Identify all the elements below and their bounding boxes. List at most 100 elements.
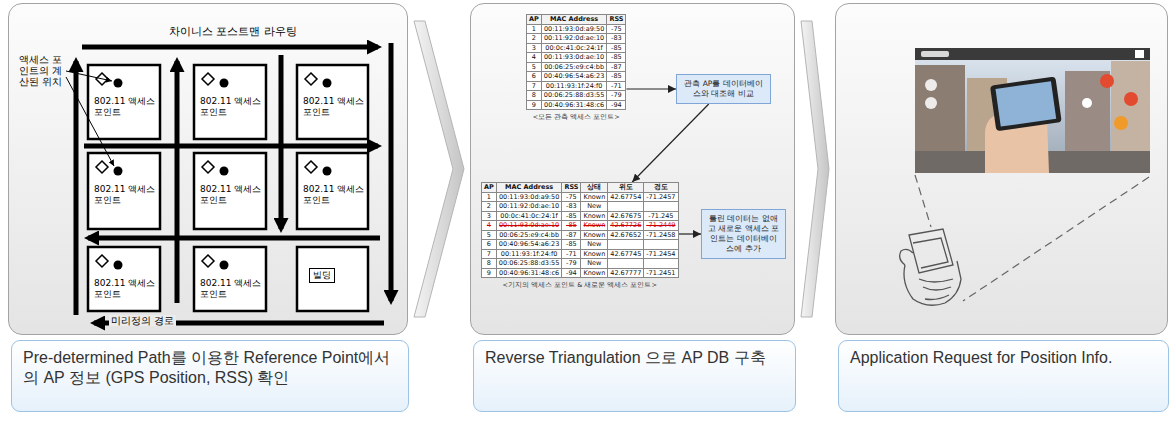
table-cell: New <box>581 202 608 212</box>
table-cell-text: -85 <box>566 212 577 220</box>
table-cell-text: 위도 <box>619 183 633 191</box>
table-row: 900:40:96:31:48:c6-94Known42.67777-71.24… <box>482 268 679 278</box>
table-cell: 7 <box>482 249 497 259</box>
step-caption: Reverse Triangulation 으로 AP DB 구축 <box>485 348 784 368</box>
table-cell-text: 00:40:96:31:48:c6 <box>499 269 559 277</box>
process-note: 틀린 데이터는 없애고 새로운 액세스 포인트는 데이터베이스에 추가 <box>701 209 786 259</box>
ap-label: 802.11 액세스 포인트 <box>94 184 155 205</box>
table-cell-text: 00:11:93:0d:a9:50 <box>499 193 559 201</box>
table-row: AP MAC Address RSS <box>527 15 626 25</box>
city-block <box>194 247 266 311</box>
table-cell-text: -71.2458 <box>646 231 675 239</box>
caption-box: Reverse Triangulation 으로 AP DB 구축 <box>473 340 796 412</box>
route-label: 미리정의 경로 <box>109 315 176 326</box>
position-dot <box>323 79 332 88</box>
table-cell: 8 <box>527 91 542 101</box>
step-caption: Pre-determined Path를 이용한 Reference Point… <box>23 348 397 388</box>
table-cell-text: -71.2449 <box>646 221 675 229</box>
table-cell: Known <box>581 230 608 240</box>
table-cell-text: 42.67754 <box>610 193 641 201</box>
route-arrow <box>88 236 380 241</box>
table-cell: -85 <box>607 43 626 53</box>
screen-background <box>915 48 1150 173</box>
table-cell: -75 <box>607 24 626 34</box>
table-cell-text: -83 <box>566 202 577 210</box>
ap-table: APMAC AddressRSS상태위도경도100:11:93:0d:a9:50… <box>481 182 679 289</box>
table-cell: 4 <box>482 221 497 231</box>
table-cell: -71.2449 <box>644 221 678 231</box>
table-cell: -83 <box>562 202 581 212</box>
route-arrow <box>175 61 180 303</box>
table-cell: -85 <box>562 221 581 231</box>
table-cell-text: 00:0c:41:0c:24:1f <box>500 212 558 220</box>
table-cell-text: 5 <box>532 63 536 71</box>
position-dot <box>114 79 123 88</box>
city-block <box>194 153 266 229</box>
label-slot: 802.11 액세스 포인트 <box>94 278 158 300</box>
table-cell-text: -85 <box>611 53 622 61</box>
table-cell-text: -83 <box>611 34 622 42</box>
note-text: 틀린 데이터는 없애고 새로운 액세스 포인트는 데이터베이스에 추가 <box>707 214 780 254</box>
table-cell: Known <box>581 221 608 231</box>
table-cell: RSS <box>607 15 626 25</box>
label-slot: 802.11 액세스 포인트 <box>200 96 264 118</box>
table-cell-text: Known <box>583 250 605 258</box>
table-cell-text: 4 <box>532 53 536 61</box>
table-cell: 3 <box>527 43 542 53</box>
table-cell-text: 00:11:93:0d:ae:10 <box>544 53 604 61</box>
app-screenshot <box>915 48 1150 173</box>
table-cell-text: 6 <box>487 240 491 248</box>
note-text: 관측 AP를 데이터베이스와 대조해 비교 <box>682 79 765 99</box>
table-cell-text: -87 <box>611 63 622 71</box>
table-cell-text: 4 <box>487 221 491 229</box>
table-cell-text: AP <box>529 15 539 23</box>
label-slot: 802.11 액세스 포인트 <box>303 184 367 206</box>
flow-arrow <box>679 233 702 234</box>
table-cell: 4 <box>527 53 542 63</box>
table-cell: -85 <box>607 72 626 82</box>
table-cell-text: 00:11:93:0d:a9:50 <box>544 25 604 33</box>
table-caption: <모든 관측 액세스 포인트> <box>526 113 626 121</box>
ap-diamond <box>305 161 317 173</box>
table-cell: 2 <box>482 202 497 212</box>
table-cell: -79 <box>607 91 626 101</box>
step-chevron <box>801 21 829 317</box>
table-cell-text: 2 <box>532 34 536 42</box>
label-slot: 차이니스 포스트맨 라우팅 <box>169 25 297 38</box>
table-cell: 1 <box>482 192 497 202</box>
city-block <box>297 65 368 139</box>
table-cell-text: Known <box>583 269 605 277</box>
table-cell: -94 <box>607 100 626 110</box>
table-cell-text: 상태 <box>587 183 601 191</box>
table-cell-text: -71 <box>566 250 577 258</box>
label-slot: 802.11 액세스 포인트 <box>200 184 264 206</box>
label-slot: 802.11 액세스 포인트 <box>94 96 158 118</box>
table-cell: 00:11:93:0d:ae:10 <box>541 53 607 63</box>
label-slot: 액세스 포인트의 계산된 위치 <box>19 54 69 87</box>
table-cell-text: 8 <box>487 259 491 267</box>
app-top-bar <box>915 48 1150 60</box>
table-cell: 42.67745 <box>608 249 644 259</box>
table-cell: RSS <box>562 183 581 193</box>
table-cell: AP <box>482 183 497 193</box>
table-cell: 2 <box>527 34 542 44</box>
table-cell-text: -85 <box>566 240 577 248</box>
table-row: 600:40:96:54:a6:23-85New <box>482 240 679 250</box>
table-cell-text: MAC Address <box>550 15 598 23</box>
table-cell-text: 6 <box>532 72 536 80</box>
table-cell <box>644 202 678 212</box>
ap-label: 802.11 액세스 포인트 <box>94 96 155 117</box>
table-cell-text: -75 <box>611 25 622 33</box>
table-row: 500:06:25:e9:c4:bb-87Known42.67652-71.24… <box>482 230 679 240</box>
route-arrow <box>94 321 384 326</box>
table-cell-text: 1 <box>487 193 491 201</box>
table-cell: MAC Address <box>496 183 562 193</box>
poi-marker <box>1082 98 1092 108</box>
table-row: 200:11:92:0d:ae:10-83 <box>527 34 626 44</box>
table-cell: -79 <box>562 259 581 269</box>
table-cell-text: -94 <box>566 269 577 277</box>
route-arrow <box>389 43 394 301</box>
table-cell-text: 9 <box>487 269 491 277</box>
table-cell-text: -85 <box>611 72 622 80</box>
building-box: 빌딩 <box>309 268 335 283</box>
